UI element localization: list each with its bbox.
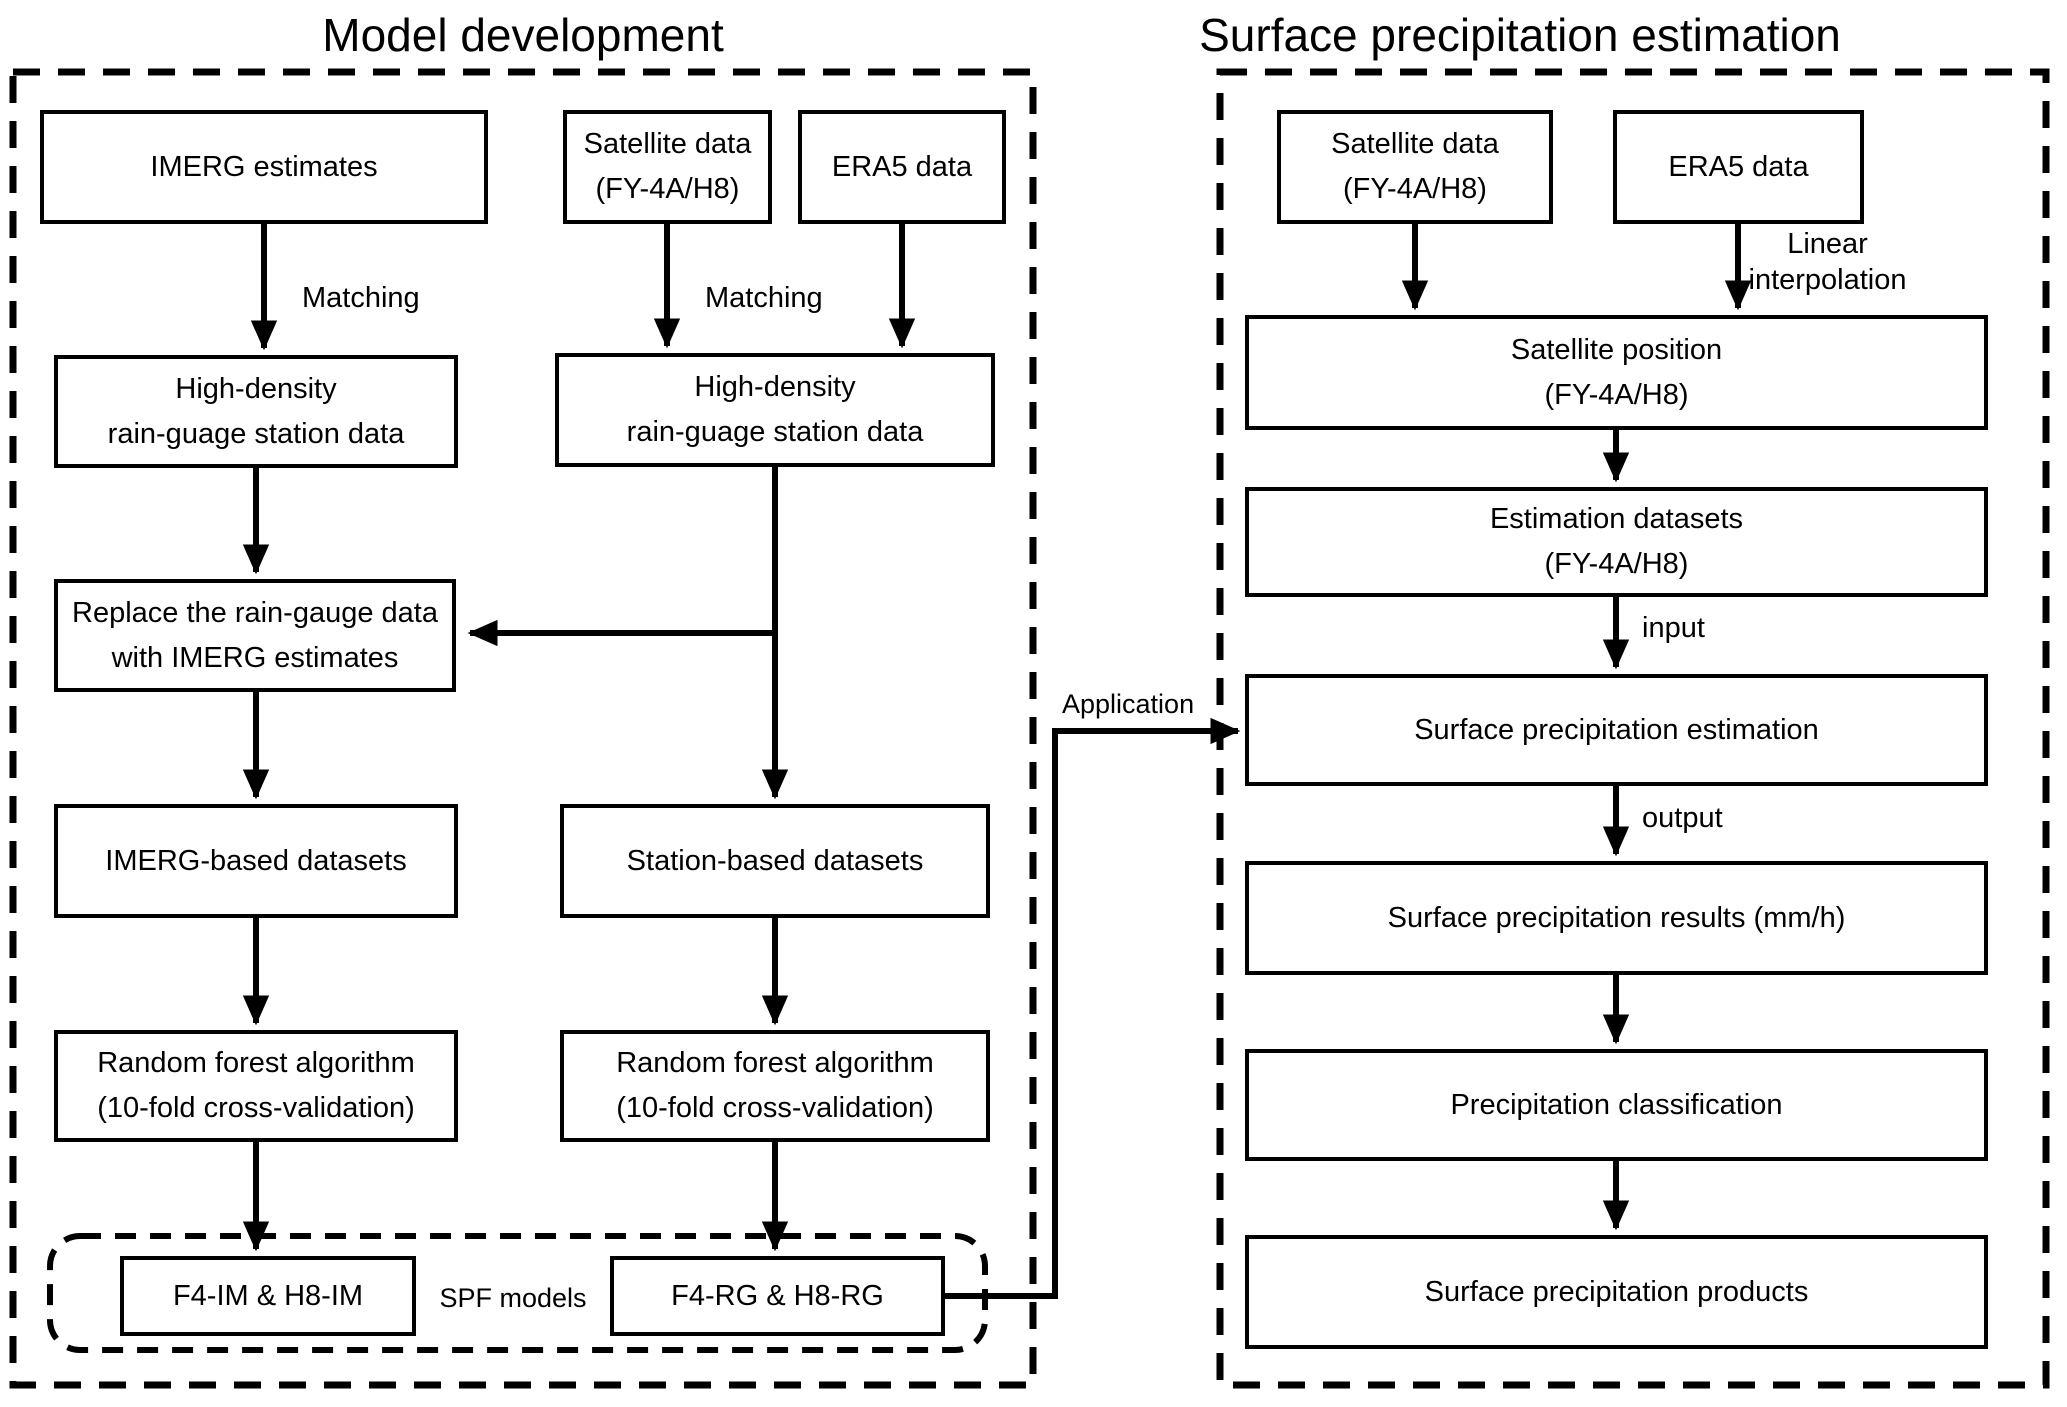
box-station-based-datasets: Station-based datasets	[560, 804, 990, 918]
box-label: Random forest algorithm (10-fold cross-v…	[616, 1047, 934, 1124]
box-imerg-estimates: IMERG estimates	[40, 110, 488, 224]
label-linear-interpolation: Linear interpolation	[1748, 228, 1907, 296]
box-satellite-position: Satellite position (FY-4A/H8)	[1245, 315, 1988, 430]
box-label: Estimation datasets (FY-4A/H8)	[1489, 503, 1744, 580]
box-label: IMERG-based datasets	[105, 844, 407, 877]
box-label: High-density rain-guage station data	[107, 372, 405, 450]
box-label: Surface precipitation estimation	[1414, 713, 1819, 746]
box-label: Satellite data (FY-4A/H8)	[583, 128, 752, 205]
label-input: input	[1642, 612, 1705, 644]
box-label: High-density rain-guage station data	[626, 371, 924, 448]
box-surface-precipitation-results: Surface precipitation results (mm/h)	[1245, 861, 1988, 975]
box-era5-left: ERA5 data	[798, 110, 1006, 224]
model-development-frame	[9, 68, 1037, 1389]
box-label: Precipitation classification	[1450, 1088, 1783, 1121]
box-label: ERA5 data	[1668, 150, 1809, 183]
box-label: F4-IM & H8-IM	[172, 1279, 364, 1312]
label-output: output	[1642, 802, 1723, 834]
label-spf-models: SPF models	[439, 1283, 587, 1313]
box-label: Random forest algorithm (10-fold cross-v…	[97, 1047, 415, 1124]
box-satellite-data-left: Satellite data (FY-4A/H8)	[563, 110, 772, 224]
box-label: IMERG estimates	[150, 150, 378, 183]
box-label: ERA5 data	[831, 150, 973, 183]
box-surface-precipitation-products: Surface precipitation products	[1245, 1235, 1988, 1349]
box-random-forest-1: Random forest algorithm (10-fold cross-v…	[54, 1030, 458, 1142]
box-satellite-data-right: Satellite data (FY-4A/H8)	[1277, 110, 1553, 224]
box-estimation-datasets: Estimation datasets (FY-4A/H8)	[1245, 487, 1988, 597]
box-precipitation-classification: Precipitation classification	[1245, 1049, 1988, 1161]
box-f4-im-h8-im: F4-IM & H8-IM	[120, 1256, 416, 1336]
title-surface-precipitation-estimation: Surface precipitation estimation	[1199, 9, 1841, 61]
box-label: Satellite position (FY-4A/H8)	[1510, 333, 1723, 411]
label-matching-2: Matching	[705, 282, 823, 314]
box-label: F4-RG & H8-RG	[671, 1279, 884, 1312]
box-high-density-2: High-density rain-guage station data	[555, 353, 995, 467]
box-era5-right: ERA5 data	[1613, 110, 1864, 224]
title-model-development: Model development	[322, 9, 724, 61]
box-random-forest-2: Random forest algorithm (10-fold cross-v…	[560, 1030, 990, 1142]
box-replace-rain-gauge: Replace the rain-gauge data with IMERG e…	[54, 579, 456, 692]
arrow-application	[945, 717, 1241, 1299]
box-imerg-based-datasets: IMERG-based datasets	[54, 804, 458, 918]
box-label: Satellite data (FY-4A/H8)	[1331, 128, 1499, 205]
label-matching-1: Matching	[302, 282, 420, 314]
box-label: Replace the rain-gauge data with IMERG e…	[72, 596, 438, 674]
box-label: Station-based datasets	[626, 844, 924, 877]
box-surface-precipitation-estimation: Surface precipitation estimation	[1245, 674, 1988, 786]
box-label: Surface precipitation products	[1424, 1275, 1809, 1308]
box-label: Surface precipitation results (mm/h)	[1387, 901, 1846, 934]
box-f4-rg-h8-rg: F4-RG & H8-RG	[610, 1256, 945, 1336]
box-high-density-1: High-density rain-guage station data	[54, 355, 458, 468]
label-application: Application	[1062, 689, 1195, 719]
